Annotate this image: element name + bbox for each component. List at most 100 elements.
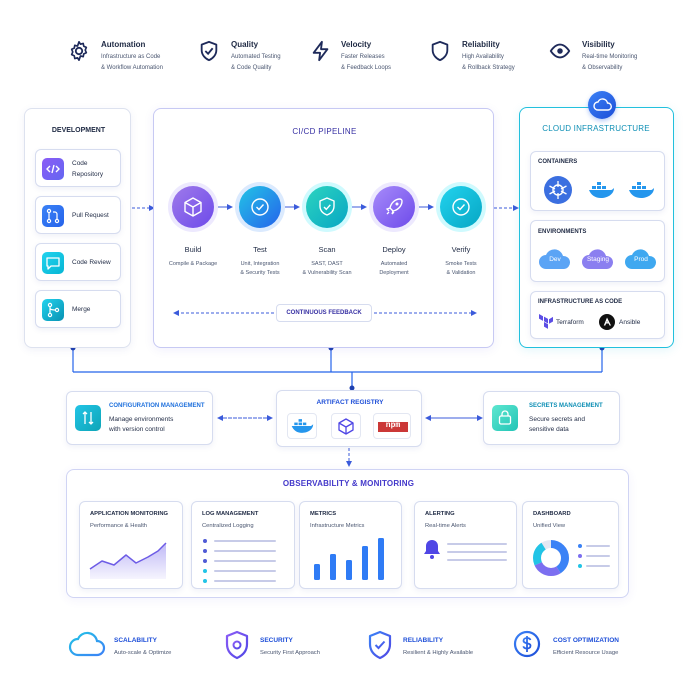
continuous-feedback-label: CONTINUOUS FEEDBACK bbox=[276, 304, 372, 322]
bottom-feature-title: SCALABILITY bbox=[114, 637, 157, 644]
gear-icon bbox=[70, 41, 88, 61]
chat-icon bbox=[42, 252, 64, 274]
obs-card-log-management[interactable]: LOG MANAGEMENT Centralized Logging bbox=[191, 501, 295, 589]
bar-chart-graphic bbox=[314, 538, 384, 580]
obs-card-dashboard[interactable]: DASHBOARD Unified View bbox=[522, 501, 619, 589]
cicd-pipeline-panel: CI/CD PIPELINE Build Compile & Package T… bbox=[153, 108, 494, 348]
iac-terraform-label: Terraform bbox=[556, 319, 584, 326]
artifact-registry-card[interactable]: ARTIFACT REGISTRY npm bbox=[276, 390, 422, 447]
dev-item-merge[interactable]: Merge bbox=[35, 290, 121, 328]
dev-item-label-line1: Code bbox=[72, 160, 88, 167]
feature-desc-2: & Rollback Strategy bbox=[462, 65, 515, 71]
stage-desc: Smoke Tests & Validation bbox=[422, 260, 500, 278]
docker-icon bbox=[626, 176, 656, 204]
docker-icon bbox=[586, 176, 616, 204]
stage-desc: Automated Deployment bbox=[355, 260, 433, 278]
stage-desc: Compile & Package bbox=[154, 260, 232, 269]
shield-check-icon bbox=[200, 40, 218, 62]
dev-item-label: Code Review bbox=[72, 259, 111, 266]
environments-title: ENVIRONMENTS bbox=[538, 229, 587, 235]
secrets-desc-line2: sensitive data bbox=[529, 426, 569, 434]
stage-name: Deploy bbox=[382, 245, 406, 254]
feature-desc-2: & Workflow Automation bbox=[101, 65, 163, 71]
obs-card-metrics[interactable]: METRICS Infrastructure Metrics bbox=[299, 501, 402, 589]
environments-card: ENVIRONMENTS Dev Staging Prod bbox=[530, 220, 665, 282]
feature-title: Reliability bbox=[462, 40, 500, 49]
donut-chart-graphic bbox=[533, 540, 569, 576]
secrets-management-card[interactable]: SECRETS MANAGEMENT Secure secrets and se… bbox=[483, 391, 620, 445]
stage-desc: Unit, Integration & Security Tests bbox=[221, 260, 299, 278]
env-prod[interactable]: Prod bbox=[624, 247, 658, 271]
check-circle-icon[interactable] bbox=[239, 186, 281, 228]
obs-card-title: METRICS bbox=[310, 511, 337, 517]
iac-title: INFRASTRUCTURE AS CODE bbox=[538, 299, 623, 305]
env-staging[interactable]: Staging bbox=[581, 247, 615, 271]
pipeline-title: CI/CD PIPELINE bbox=[292, 127, 357, 136]
stage-name: Verify bbox=[451, 245, 471, 254]
pull-request-icon bbox=[42, 205, 64, 227]
bottom-feature-title: RELIABILITY bbox=[403, 637, 444, 644]
stage-desc-line1: Compile & Package bbox=[168, 261, 218, 267]
dev-item-code-review[interactable]: Code Review bbox=[35, 243, 121, 281]
rocket-icon[interactable] bbox=[373, 186, 415, 228]
cube-icon[interactable] bbox=[172, 186, 214, 228]
feature-desc-2: & Code Quality bbox=[231, 65, 272, 71]
secrets-desc-line1: Secure secrets and bbox=[529, 416, 586, 423]
legend-lines-graphic bbox=[578, 544, 610, 568]
check-circle-icon[interactable] bbox=[440, 186, 482, 228]
obs-card-application-monitoring[interactable]: APPLICATION MONITORING Performance & Hea… bbox=[79, 501, 183, 589]
dev-item-code-repository[interactable]: Code Repository bbox=[35, 149, 121, 187]
bottom-feature-title: SECURITY bbox=[260, 637, 293, 644]
bottom-feature-title: COST OPTIMIZATION bbox=[553, 637, 619, 644]
obs-card-title: ALERTING bbox=[425, 511, 455, 517]
obs-card-title: APPLICATION MONITORING bbox=[90, 511, 169, 517]
config-desc-line1: Manage environments bbox=[109, 416, 174, 423]
artifact-title: ARTIFACT REGISTRY bbox=[316, 399, 384, 406]
stage-desc-line2: & Security Tests bbox=[240, 269, 280, 276]
feature-desc-1: High Availability bbox=[462, 54, 504, 60]
config-title: CONFIGURATION MANAGEMENT bbox=[109, 403, 205, 409]
feature-desc-1: Real-time Monitoring bbox=[582, 54, 638, 60]
security-shield-icon bbox=[225, 630, 249, 660]
configuration-management-card[interactable]: CONFIGURATION MANAGEMENT Manage environm… bbox=[66, 391, 213, 445]
area-chart-graphic bbox=[89, 542, 167, 579]
shield-icon bbox=[431, 40, 449, 62]
containers-title: CONTAINERS bbox=[538, 159, 578, 165]
dev-item-label: Code Repository bbox=[72, 158, 103, 180]
feature-desc-2: & Observability bbox=[582, 65, 623, 71]
env-label: Dev bbox=[549, 256, 561, 263]
feature-desc-2: & Feedback Loops bbox=[341, 65, 392, 71]
stage-desc-line1: SAST, DAST bbox=[311, 261, 343, 267]
obs-card-sub: Unified View bbox=[533, 523, 566, 529]
dev-item-pull-request[interactable]: Pull Request bbox=[35, 196, 121, 234]
ansible-icon bbox=[599, 314, 615, 330]
dollar-icon bbox=[513, 630, 541, 658]
stage-name: Scan bbox=[318, 245, 336, 254]
stage-name: Test bbox=[253, 245, 267, 254]
env-dev[interactable]: Dev bbox=[538, 247, 572, 271]
log-list-graphic bbox=[203, 539, 276, 583]
docker-icon bbox=[287, 413, 317, 439]
obs-card-sub: Centralized Logging bbox=[202, 523, 254, 529]
stage-desc-line2: & Validation bbox=[446, 269, 476, 276]
bell-icon bbox=[424, 540, 440, 559]
shield-check-icon[interactable] bbox=[306, 186, 348, 228]
cloud-icon bbox=[539, 249, 571, 269]
feature-title: Automation bbox=[101, 40, 146, 49]
obs-card-alerting[interactable]: ALERTING Real-time Alerts bbox=[414, 501, 517, 589]
observability-panel: OBSERVABILITY & MONITORING APPLICATION M… bbox=[66, 469, 629, 598]
lock-icon bbox=[492, 405, 518, 431]
obs-card-title: DASHBOARD bbox=[533, 511, 571, 517]
obs-card-title: LOG MANAGEMENT bbox=[202, 511, 259, 517]
bottom-feature-sub: Auto-scale & Optimize bbox=[114, 650, 172, 656]
obs-card-sub: Infrastructure Metrics bbox=[310, 523, 365, 529]
feature-title: Velocity bbox=[341, 40, 372, 49]
cloud-icon bbox=[582, 249, 614, 269]
secrets-title: SECRETS MANAGEMENT bbox=[529, 403, 603, 409]
cloud-title: CLOUD INFRASTRUCTURE bbox=[542, 124, 650, 133]
cloud-icon bbox=[68, 631, 106, 657]
iac-card: INFRASTRUCTURE AS CODE Terraform Ansible bbox=[530, 291, 665, 339]
npm-icon: npm bbox=[373, 413, 411, 439]
code-icon bbox=[42, 158, 64, 180]
